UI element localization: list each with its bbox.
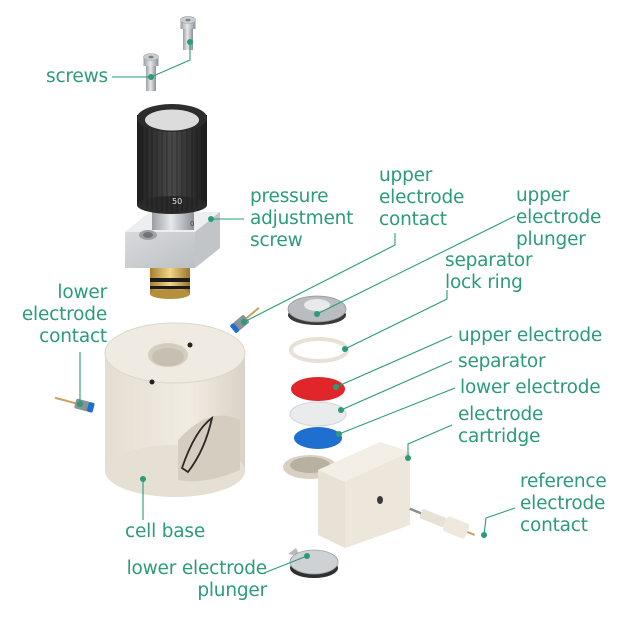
label-separator: separator [458,351,546,372]
label-lower-electrode: lower electrode [460,377,601,398]
leader-cartridge [407,424,453,458]
upper-electrode-disc [291,377,345,401]
upper-electrode-plunger-part [287,295,347,325]
pressure-adjustment-screw-part: 50 0 [125,104,220,299]
screw-1 [180,16,196,50]
label-cell-base: cell base [125,521,206,542]
upper-electrode-contact-part [230,307,260,333]
leader-upper-contact [243,233,396,323]
label-separator-lock-ring: separator lock ring [445,250,533,293]
label-lower-electrode-contact: lower electrode contact [21,282,107,347]
label-electrode-cartridge: electrode cartridge [458,404,544,447]
micrometer-scale-50: 50 [172,197,182,206]
leader-lock-ring [344,290,448,350]
label-screws: screws [46,66,108,87]
micrometer-scale-0: 0 [190,220,194,228]
leader-upper-electrode [335,335,453,388]
lower-electrode-plunger-part [288,548,339,578]
reference-electrode-contact-part [409,507,476,539]
label-lower-electrode-plunger: lower electrode plunger [126,558,268,601]
leader-reference-contact [483,507,516,536]
electrode-cartridge-part [283,442,410,548]
screw-2 [143,53,159,91]
leader-lower-electrode [338,387,456,435]
label-pressure-adjustment-screw: pressure adjustment screw [250,186,354,251]
lower-electrode-contact-part [54,396,95,413]
label-upper-electrode-plunger: upper electrode plunger [516,185,602,250]
leader-dots [77,39,487,559]
leader-lines [79,42,516,574]
cell-base-part [104,322,246,497]
leader-separator [340,360,453,411]
label-reference-electrode-contact: reference electrode contact [520,471,607,536]
leader-screws [112,42,191,78]
separator-disc [289,401,347,427]
leader-lower-plunger [263,555,308,574]
leader-upper-plunger [316,215,516,315]
lower-electrode-disc [294,427,342,449]
separator-lock-ring-part [289,337,349,363]
label-upper-electrode: upper electrode [458,325,603,346]
label-upper-electrode-contact: upper electrode contact [379,165,465,230]
